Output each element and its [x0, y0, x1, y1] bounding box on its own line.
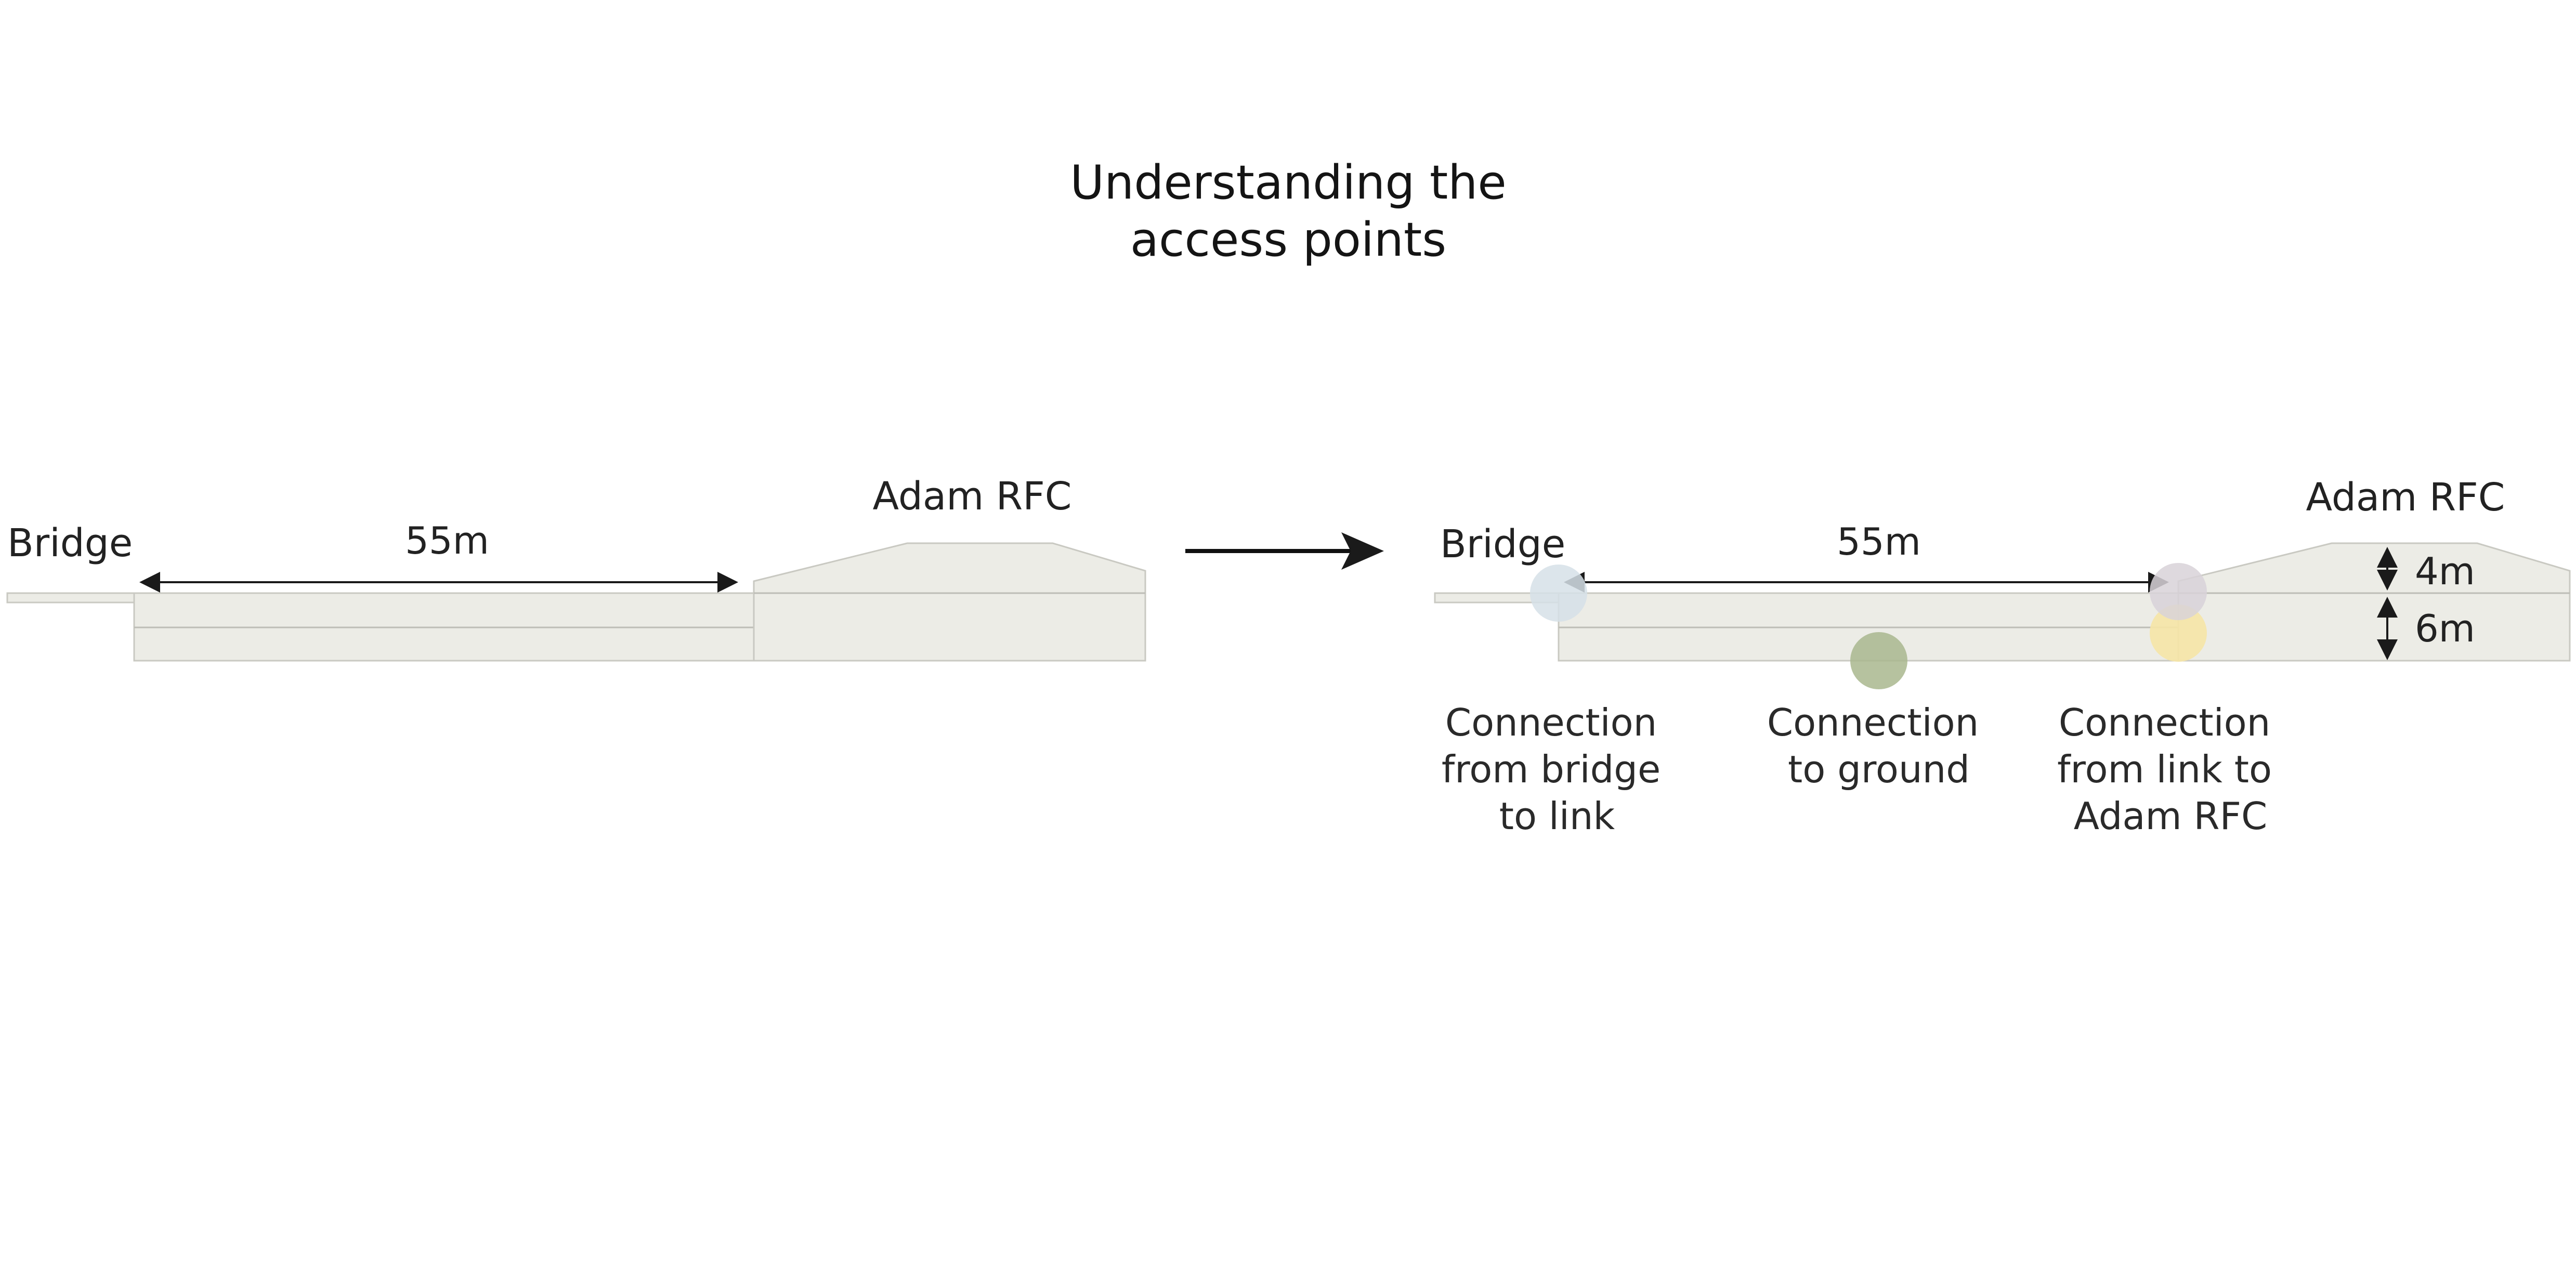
connection-ground-line-1: Connection — [1767, 701, 1979, 744]
title-line-1: Understanding the — [1070, 155, 1506, 210]
connection-link-to-club-line-1: Connection — [2059, 701, 2270, 744]
existing-club-building — [753, 542, 1146, 662]
connection-bridge-to-link-line-1: Connection — [1445, 701, 1657, 744]
connection-ground-line-2: to ground — [1788, 748, 1970, 791]
existing-span-label: 55m — [405, 519, 489, 562]
connection-bridge-to-link-caption: Connection from bridge to link — [1442, 701, 1672, 838]
proposed-club-label: Adam RFC — [2306, 475, 2505, 520]
upper-height-label: 4m — [2415, 549, 2475, 593]
connection-link-to-club-caption: Connection from link to Adam RFC — [2057, 701, 2284, 838]
transition-arrow — [1185, 532, 1384, 570]
connection-ground-caption: Connection to ground — [1767, 701, 1991, 791]
existing-bridge-label: Bridge — [7, 521, 133, 566]
connection-bridge-to-link-line-2: from bridge — [1442, 748, 1660, 791]
title-line-2: access points — [1130, 213, 1446, 267]
proposed-club-building — [2177, 542, 2571, 662]
proposed-section: Bridge 55m Adam RFC 4m 6m Connection fro… — [1434, 475, 2571, 838]
connection-link-to-club-upper-marker — [2150, 563, 2207, 620]
connection-bridge-to-link-marker — [1530, 565, 1587, 622]
connection-link-to-club-marker — [2150, 605, 2207, 662]
proposed-bridge-label: Bridge — [1440, 522, 1565, 567]
connection-bridge-to-link-line-3: to link — [1499, 794, 1615, 838]
transition-arrow-head — [1341, 532, 1384, 570]
existing-bridge-deck — [6, 592, 136, 604]
connection-link-to-club-line-3: Adam RFC — [2074, 794, 2268, 838]
connection-ground-marker — [1850, 632, 1907, 689]
lower-height-label: 6m — [2415, 607, 2475, 650]
existing-club-label: Adam RFC — [873, 474, 1072, 519]
proposed-span-label: 55m — [1837, 520, 1921, 563]
existing-section: Bridge 55m Adam RFC — [6, 474, 1146, 662]
connection-link-to-club-line-2: from link to — [2057, 748, 2272, 791]
